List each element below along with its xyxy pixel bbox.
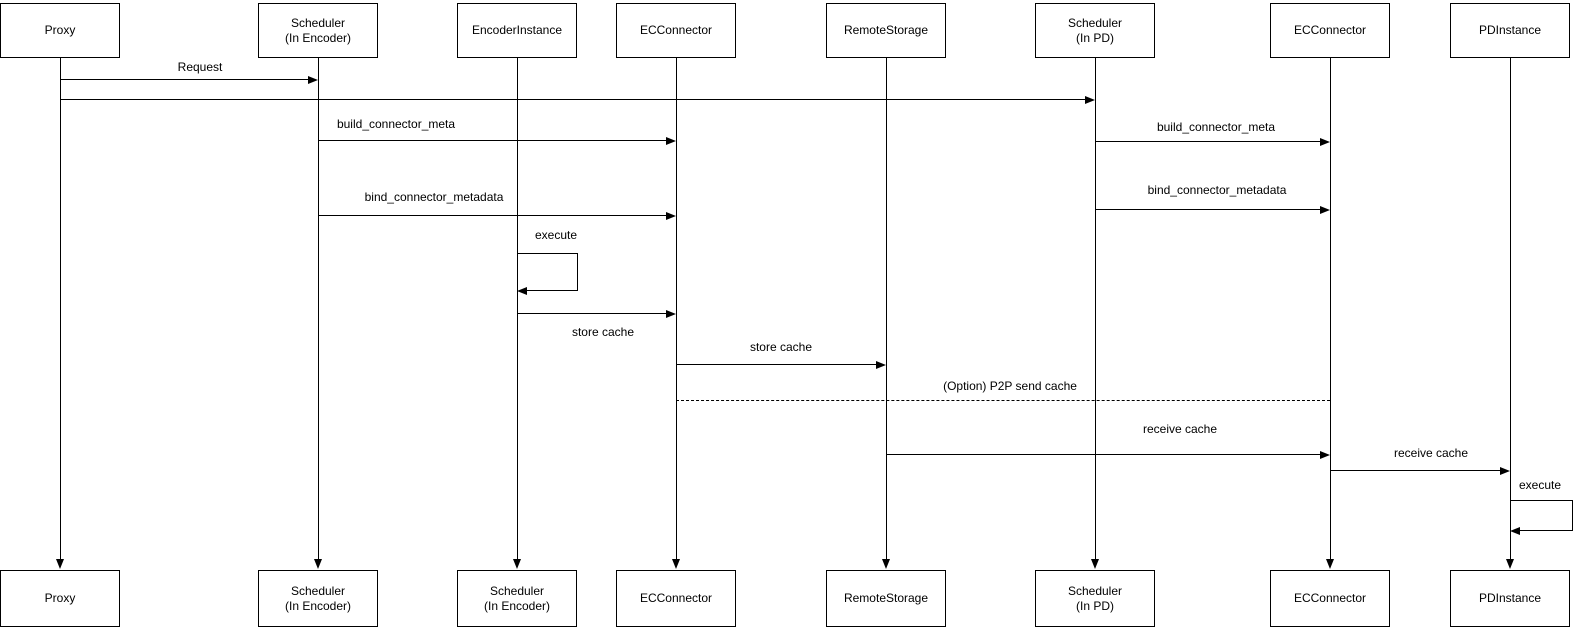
message-label-9: receive cache [1140, 422, 1220, 436]
self-call-label-1: execute [1516, 478, 1564, 492]
message-arrowhead-2 [666, 137, 676, 145]
lifeline-arrowhead-scheduler-encoder [314, 559, 322, 569]
message-arrowhead-0 [308, 76, 318, 84]
lifeline-arrowhead-scheduler-pd [1091, 559, 1099, 569]
lifeline-proxy [60, 58, 61, 559]
message-arrowhead-3 [1320, 138, 1330, 146]
participant-bottom-box-ec-connector-1: ECConnector [616, 570, 736, 627]
message-line-10 [1330, 470, 1502, 471]
participant-bottom-box-proxy: Proxy [0, 570, 120, 627]
self-call-top-line-0 [517, 253, 577, 254]
participant-bottom-box-encoder-instance: Scheduler (In Encoder) [457, 570, 577, 627]
participant-top-box-pd-instance: PDInstance [1450, 3, 1570, 58]
message-arrowhead-7 [876, 361, 886, 369]
lifeline-scheduler-pd [1095, 58, 1096, 559]
lifeline-arrowhead-ec-connector-1 [672, 559, 680, 569]
lifeline-encoder-instance [517, 58, 518, 559]
participant-top-box-proxy: Proxy [0, 3, 120, 58]
participant-bottom-box-ec-connector-2: ECConnector [1270, 570, 1390, 627]
participant-top-box-ec-connector-2: ECConnector [1270, 3, 1390, 58]
message-arrowhead-9 [1320, 451, 1330, 459]
message-line-7 [676, 364, 878, 365]
message-label-7: store cache [747, 340, 815, 354]
lifeline-remote-storage [886, 58, 887, 559]
message-line-5 [1095, 209, 1322, 210]
participant-bottom-box-pd-instance: PDInstance [1450, 570, 1570, 627]
lifeline-ec-connector-2 [1330, 58, 1331, 559]
message-line-6 [517, 313, 668, 314]
message-label-4: bind_connector_metadata [362, 190, 506, 204]
message-label-5: bind_connector_metadata [1145, 183, 1289, 197]
participant-bottom-box-scheduler-pd: Scheduler (In PD) [1035, 570, 1155, 627]
lifeline-arrowhead-ec-connector-2 [1326, 559, 1334, 569]
message-label-0: Request [175, 60, 225, 74]
message-arrowhead-10 [1500, 467, 1510, 475]
message-line-8 [676, 400, 1330, 401]
self-call-label-0: execute [532, 228, 580, 242]
message-arrowhead-4 [666, 212, 676, 220]
message-arrowhead-5 [1320, 206, 1330, 214]
message-label-8: (Option) P2P send cache [941, 379, 1079, 393]
participant-bottom-box-scheduler-encoder: Scheduler (In Encoder) [258, 570, 378, 627]
lifeline-ec-connector-1 [676, 58, 677, 559]
lifeline-arrowhead-proxy [56, 559, 64, 569]
message-line-9 [886, 454, 1322, 455]
message-line-2 [318, 140, 668, 141]
self-call-right-line-1 [1572, 500, 1573, 530]
lifeline-pd-instance [1510, 58, 1511, 559]
participant-top-box-encoder-instance: EncoderInstance [457, 3, 577, 58]
participant-top-box-scheduler-pd: Scheduler (In PD) [1035, 3, 1155, 58]
message-arrowhead-6 [666, 310, 676, 318]
participant-bottom-box-remote-storage: RemoteStorage [826, 570, 946, 627]
message-line-4 [318, 215, 668, 216]
message-label-6: store cache [569, 325, 637, 339]
message-label-3: build_connector_meta [1154, 120, 1278, 134]
self-call-bottom-line-0 [526, 290, 578, 291]
message-line-3 [1095, 141, 1322, 142]
message-label-2: build_connector_meta [334, 117, 458, 131]
lifeline-arrowhead-pd-instance [1506, 559, 1514, 569]
self-call-top-line-1 [1510, 500, 1572, 501]
self-call-arrowhead-1 [1510, 527, 1520, 535]
participant-top-box-remote-storage: RemoteStorage [826, 3, 946, 58]
self-call-bottom-line-1 [1519, 530, 1573, 531]
message-label-10: receive cache [1391, 446, 1471, 460]
lifeline-arrowhead-encoder-instance [513, 559, 521, 569]
self-call-arrowhead-0 [517, 287, 527, 295]
message-line-0 [60, 79, 310, 80]
lifeline-arrowhead-remote-storage [882, 559, 890, 569]
participant-top-box-scheduler-encoder: Scheduler (In Encoder) [258, 3, 378, 58]
message-line-1 [60, 99, 1087, 100]
self-call-right-line-0 [577, 253, 578, 290]
participant-top-box-ec-connector-1: ECConnector [616, 3, 736, 58]
lifeline-scheduler-encoder [318, 58, 319, 559]
message-arrowhead-1 [1085, 96, 1095, 104]
